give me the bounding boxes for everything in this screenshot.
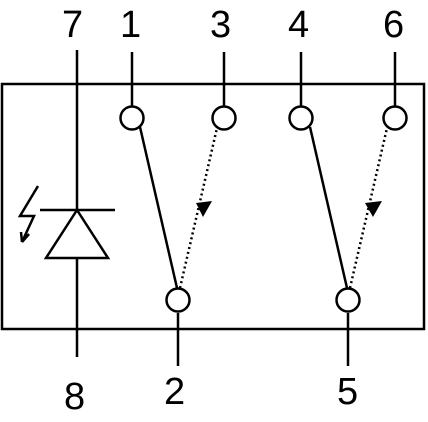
pin-label-5: 5 (337, 371, 358, 413)
pin-label-3: 3 (210, 4, 231, 46)
pin-label-6: 6 (383, 4, 404, 46)
switch-1-arrow-icon (196, 201, 212, 217)
contact-3-icon (211, 105, 237, 131)
contact-1-icon (119, 105, 145, 131)
contact-6-icon (382, 105, 408, 131)
switch-1-arm (138, 126, 179, 289)
switch-2-arrow-icon (365, 201, 382, 217)
contact-4-icon (288, 105, 314, 131)
contact-2-icon (165, 287, 191, 313)
pin-label-8: 8 (64, 376, 85, 418)
pin-label-1: 1 (120, 4, 141, 46)
pin-label-7: 7 (62, 4, 83, 46)
light-emission-icon (17, 185, 40, 243)
switch-1-dotted-path (178, 127, 219, 289)
pin-label-2: 2 (164, 371, 185, 413)
led-diode-icon (40, 207, 115, 260)
contact-5-icon (335, 287, 361, 313)
enclosure-box (0, 82, 426, 331)
switch-2-dotted-path (348, 127, 389, 289)
pin-label-4: 4 (288, 4, 309, 46)
switch-2-arm (308, 126, 349, 289)
